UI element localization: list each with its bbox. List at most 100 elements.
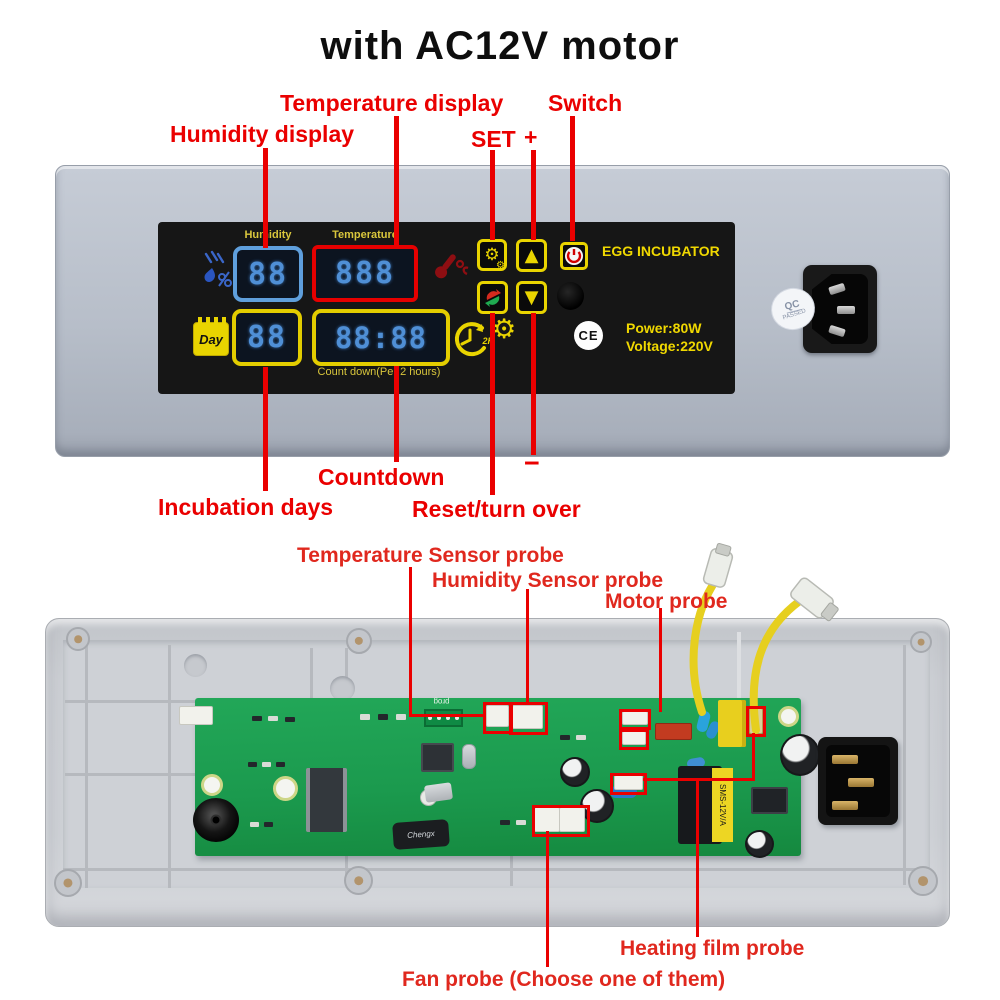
down-arrow-icon: ▼ <box>524 287 539 308</box>
electrolytic-capacitor <box>745 830 774 858</box>
aux-gear-icon: ⚙ <box>492 314 517 345</box>
day-badge: Day <box>193 317 229 356</box>
tray-rib <box>65 773 195 776</box>
label-countdown: Countdown <box>318 464 445 490</box>
heatsink <box>423 782 454 803</box>
line-reset <box>490 313 495 495</box>
smt-component <box>250 822 259 827</box>
led-window <box>557 282 584 310</box>
power-button[interactable] <box>560 242 588 270</box>
label-set: SET <box>471 126 516 152</box>
smt-component <box>396 714 406 720</box>
up-button[interactable]: ▲ <box>516 239 547 272</box>
label-plus: + <box>524 124 538 150</box>
tray-rib <box>85 645 88 888</box>
capacitor-brand-text: Chengx <box>406 829 436 840</box>
pcb-side-connector <box>179 706 213 725</box>
humidity-display-header: Humidity <box>244 229 292 241</box>
ce-mark: CE <box>574 321 603 350</box>
driver-ic <box>306 768 347 832</box>
smt-component <box>560 735 570 740</box>
line-motor-probe <box>659 608 662 712</box>
line-temperature-display <box>394 116 399 247</box>
smt-component <box>252 716 262 721</box>
temperature-icon <box>432 250 470 289</box>
electrolytic-capacitor <box>560 757 590 787</box>
label-temperature-display: Temperature display <box>280 90 504 116</box>
day-value: 88 <box>246 320 288 355</box>
line-fan-probe <box>546 831 549 967</box>
smt-component <box>500 820 510 825</box>
timer-2h-label: 2H <box>482 336 494 346</box>
line-temperature-sensor-h <box>409 714 486 717</box>
line-set <box>490 150 495 240</box>
inlet-pin <box>832 801 858 810</box>
down-button[interactable]: ▼ <box>516 281 547 314</box>
screw-post <box>54 869 82 897</box>
tray-rib <box>345 648 348 700</box>
line-incubation-days <box>263 367 268 491</box>
smt-component <box>262 762 271 767</box>
smt-component <box>264 822 273 827</box>
inlet-pin <box>832 755 858 764</box>
axial-capacitor: Chengx <box>392 819 450 850</box>
crimp-terminal <box>702 542 734 588</box>
tray-rib <box>168 645 171 888</box>
calendar-tooth <box>198 317 202 324</box>
ce-text: CE <box>578 328 599 343</box>
electrolytic-capacitor <box>780 734 820 776</box>
pcb-standoff <box>273 776 298 801</box>
humidity-display: 88 <box>233 246 303 302</box>
electrolytic-capacitor <box>580 789 614 823</box>
line-minus <box>531 313 536 455</box>
countdown-display: 88:88 <box>312 309 450 366</box>
inlet-pin <box>848 778 874 787</box>
label-humidity-display: Humidity display <box>170 121 355 147</box>
smt-component <box>285 717 295 722</box>
buzzer <box>193 798 239 842</box>
label-incubation-days: Incubation days <box>158 494 334 520</box>
label-heating-film-probe: Heating film probe <box>620 937 805 960</box>
crystal-oscillator <box>462 744 476 769</box>
line-humidity-sensor <box>526 589 529 703</box>
box-motor-connector-2 <box>619 729 649 750</box>
ac-power-socket <box>803 265 877 353</box>
transformer-label-text: SMS-12V/A <box>718 784 727 826</box>
prog-header <box>424 709 463 727</box>
label-temperature-sensor-probe: Temperature Sensor probe <box>297 544 564 567</box>
screw-post <box>66 627 90 651</box>
humidity-icon <box>198 250 234 297</box>
line-humidity-display <box>263 148 268 248</box>
fan-probe-connector <box>559 807 585 832</box>
gear-icon: ⚙ <box>484 245 500 265</box>
tray-hole <box>330 676 355 701</box>
line-temperature-sensor <box>409 567 412 717</box>
humidity-value: 88 <box>247 256 289 292</box>
box-fan-connector <box>532 805 590 837</box>
line-heating-film-v2 <box>696 778 699 937</box>
temperature-value: 888 <box>334 256 396 291</box>
humidity-probe-connector <box>512 705 543 729</box>
smt-component <box>248 762 257 767</box>
smt-component <box>276 762 285 767</box>
line-heating-film-h <box>643 778 755 781</box>
screw-post <box>344 866 373 895</box>
tray-rib <box>65 700 195 703</box>
screw-post <box>346 628 372 654</box>
screw-post <box>908 866 938 896</box>
box-humidity-connector <box>509 702 548 735</box>
reset-turnover-button[interactable] <box>477 281 508 314</box>
up-arrow-icon: ▲ <box>524 245 539 266</box>
terminal-block <box>718 700 746 747</box>
set-button[interactable]: ⚙ ⚙ <box>477 239 507 271</box>
page-title: with AC12V motor <box>320 24 680 68</box>
line-heating-film-v1 <box>752 733 755 781</box>
tray-rib <box>510 856 513 886</box>
small-gear-icon: ⚙ <box>496 260 505 271</box>
line-switch <box>570 116 575 241</box>
label-minus: − <box>524 448 540 478</box>
tray-hole <box>184 654 207 677</box>
day-badge-label: Day <box>199 331 223 347</box>
label-humidity-sensor-probe: Humidity Sensor probe <box>432 569 664 592</box>
